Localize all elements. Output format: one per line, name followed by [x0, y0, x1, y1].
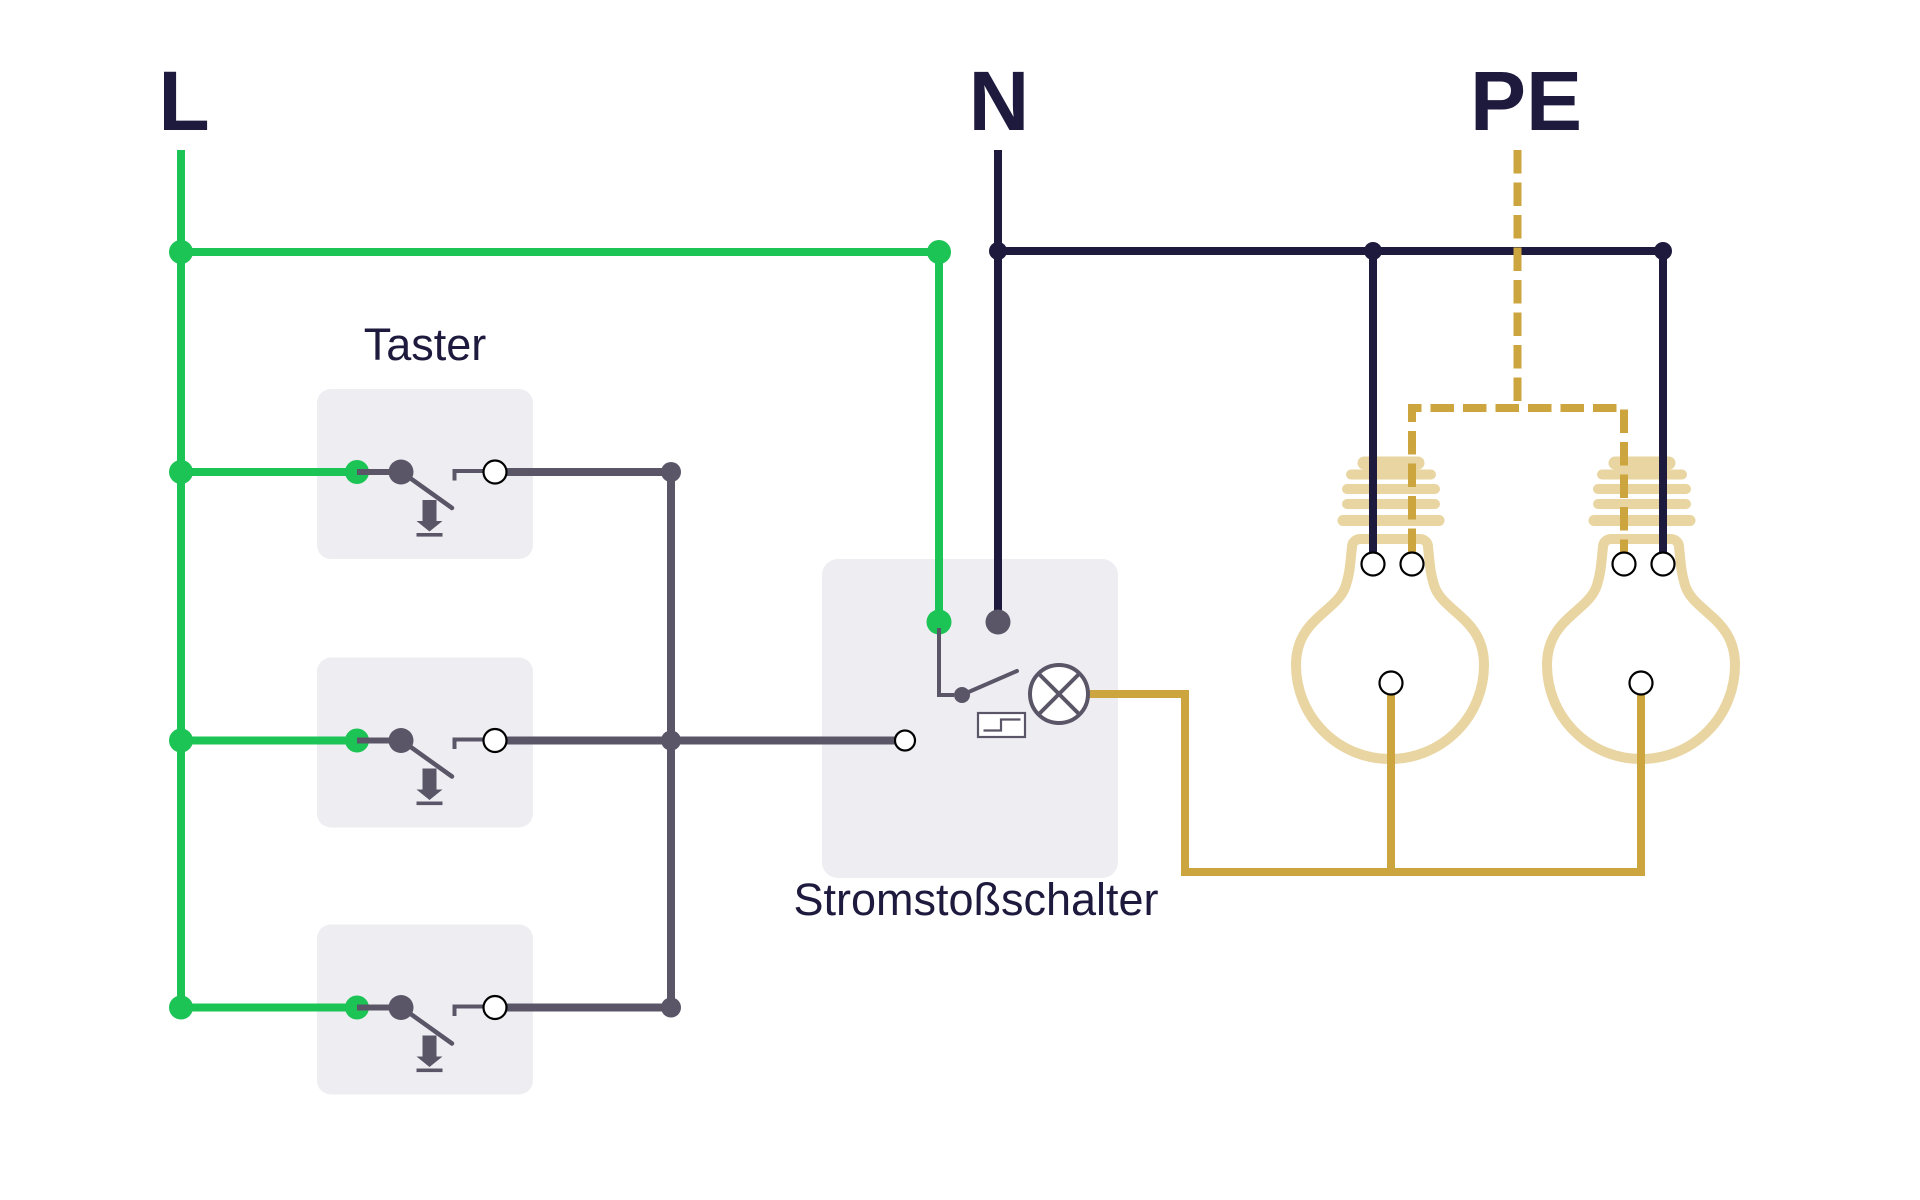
pushbutton-label: Taster — [363, 319, 487, 370]
relay-coil-terminal-l — [926, 609, 952, 635]
wire-switched — [507, 462, 895, 1018]
relay-panel — [822, 559, 1118, 878]
feeder-label-pe: PE — [1469, 54, 1583, 148]
impulse-relay-symbol — [893, 609, 1090, 752]
wire-lamp-feed — [1088, 690, 1645, 876]
wire-pe-earth — [1408, 150, 1628, 552]
feeder-label-l: L — [158, 54, 210, 148]
taster-3-panel — [317, 924, 533, 1095]
relay-coil-terminal-n — [985, 609, 1011, 635]
bulb-terminals — [1360, 551, 1676, 696]
impulse-relay-label: Stromstoßschalter — [793, 874, 1159, 925]
wire-n-neutral — [989, 150, 1672, 622]
relay-control-terminal — [893, 729, 917, 752]
taster-2-panel — [317, 657, 533, 828]
feeder-label-n: N — [968, 54, 1030, 148]
taster-1-panel — [317, 389, 533, 559]
relay-contact-icon — [962, 669, 1019, 696]
